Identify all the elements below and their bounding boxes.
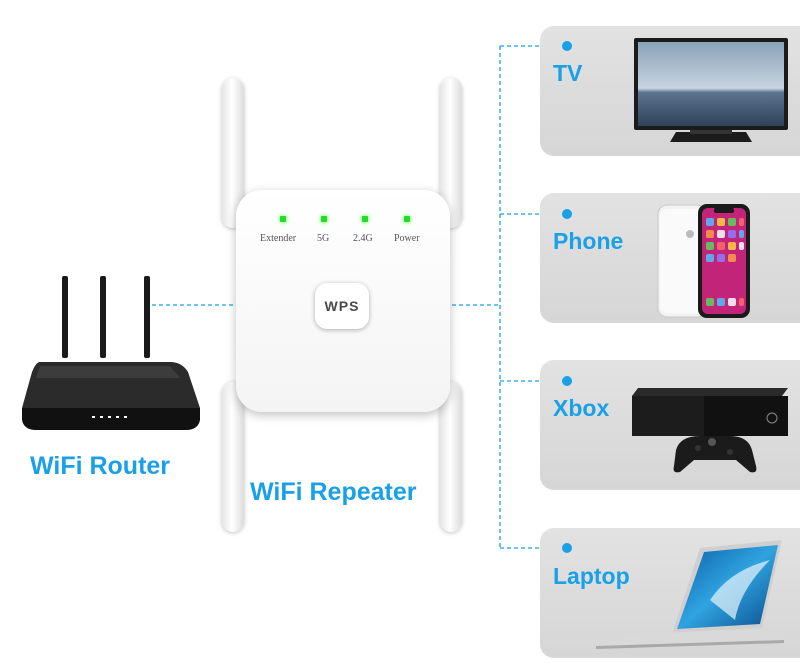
connector-dot-laptop (562, 543, 572, 553)
indicator-label-5g: 5G (317, 233, 330, 244)
antenna-bottom-left (222, 382, 244, 532)
led-2-4g (362, 216, 368, 222)
connector-dot-xbox (562, 376, 572, 386)
indicator-label-extender: Extender (260, 233, 297, 244)
repeater-label: WiFi Repeater (250, 478, 417, 506)
antenna-bottom-right (440, 382, 462, 532)
indicator-label-2-4g: 2.4G (353, 233, 373, 244)
router-label: WiFi Router (30, 452, 171, 480)
indicator-label-power: Power (394, 233, 420, 244)
led-5g (321, 216, 327, 222)
device-label-tv: TV (553, 60, 583, 86)
led-extender (280, 216, 286, 222)
device-label-laptop: Laptop (553, 563, 630, 589)
antenna-top-right (440, 78, 462, 228)
connector-dot-tv (562, 41, 572, 51)
antenna-top-left (222, 78, 244, 228)
led-power (404, 216, 410, 222)
device-label-xbox: Xbox (553, 395, 610, 421)
wps-button: WPS (315, 283, 369, 329)
device-label-phone: Phone (553, 228, 624, 254)
connector-dot-phone (562, 209, 572, 219)
